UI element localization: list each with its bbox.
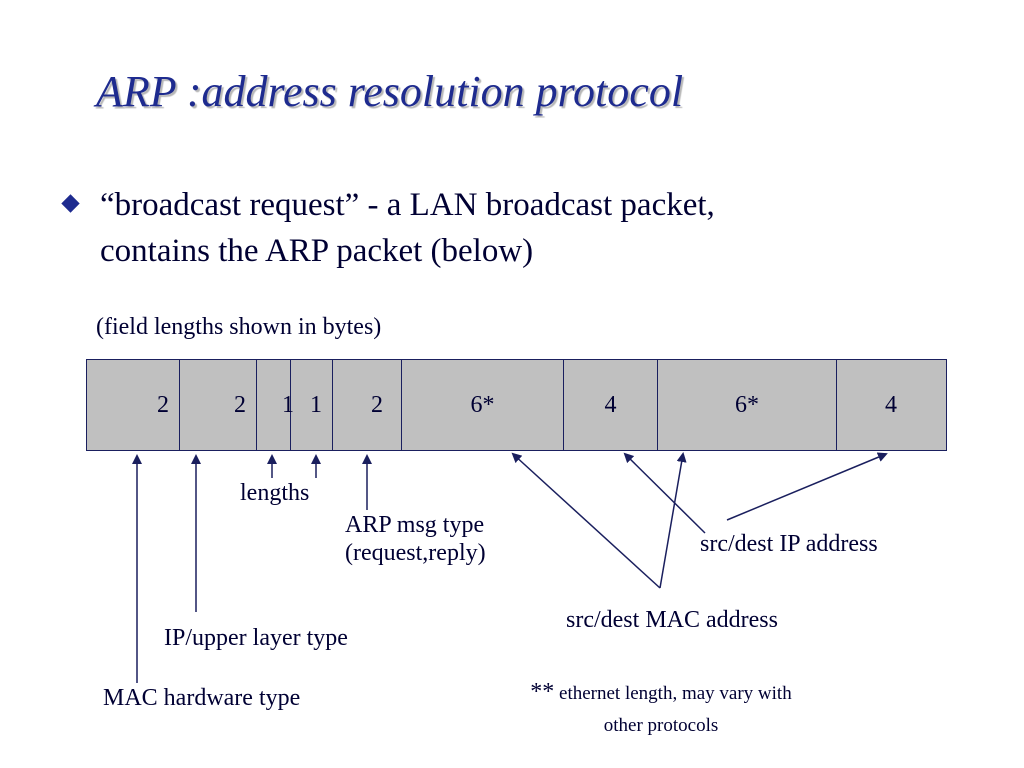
field-value: 1 <box>310 392 322 418</box>
arp-packet-diagram: 2 2 1 1 2 6* 4 6* 4 <box>86 359 947 451</box>
field-value: 2 <box>157 392 169 418</box>
slide-title: ARP :address resolution protocol <box>96 67 684 116</box>
field-hardware-type: 2 <box>87 360 180 450</box>
field-value: 4 <box>885 392 897 418</box>
bullet-line-1: “broadcast request” - a LAN broadcast pa… <box>100 187 715 223</box>
footnote-stars: ** <box>530 679 555 705</box>
arrow-target-mac <box>659 452 687 589</box>
footnote-text-1: ethernet length, may vary with <box>554 683 792 704</box>
field-value: 1 <box>282 392 294 418</box>
label-arp-msg-type-line2: (request,reply) <box>345 540 486 566</box>
field-value: 6* <box>470 392 495 418</box>
bullet-line-2: contains the ARP packet (below) <box>100 233 534 269</box>
field-value: 2 <box>234 392 246 418</box>
label-src-dest-mac: src/dest MAC address <box>566 607 778 633</box>
arrow-target-ip <box>726 452 888 521</box>
field-length-note: (field lengths shown in bytes) <box>96 314 382 340</box>
field-value: 6* <box>735 392 759 418</box>
field-sender-mac: 6* <box>402 360 564 450</box>
label-ip-upper-layer: IP/upper layer type <box>164 625 348 651</box>
label-mac-hardware: MAC hardware type <box>103 685 301 711</box>
field-protocol-type: 2 <box>180 360 257 450</box>
field-value: 4 <box>604 392 617 418</box>
label-arp-msg-type-line1: ARP msg type <box>345 512 485 538</box>
field-value: 2 <box>371 392 383 418</box>
field-hardware-length: 1 <box>257 360 294 450</box>
footnote-line2: other protocols <box>603 715 719 736</box>
footnote-line1: ** ethernet length, may vary with <box>476 676 846 710</box>
bullet-text: “broadcast request” - a LAN broadcast pa… <box>100 182 715 274</box>
field-target-mac: 6* <box>658 360 837 450</box>
field-arp-opcode: 2 <box>333 360 402 450</box>
label-src-dest-ip: src/dest IP address <box>700 531 878 557</box>
arrow-sender-mac <box>511 452 661 589</box>
field-protocol-length: 1 <box>291 360 333 450</box>
footnote: ** ethernet length, may vary with other … <box>476 676 846 742</box>
label-lengths: lengths <box>240 480 310 506</box>
label-arp-msg-type: ARP msg type (request,reply) <box>345 511 486 567</box>
field-target-ip: 4 <box>837 360 945 450</box>
field-sender-ip: 4 <box>564 360 658 450</box>
arrow-sender-ip <box>623 452 706 534</box>
